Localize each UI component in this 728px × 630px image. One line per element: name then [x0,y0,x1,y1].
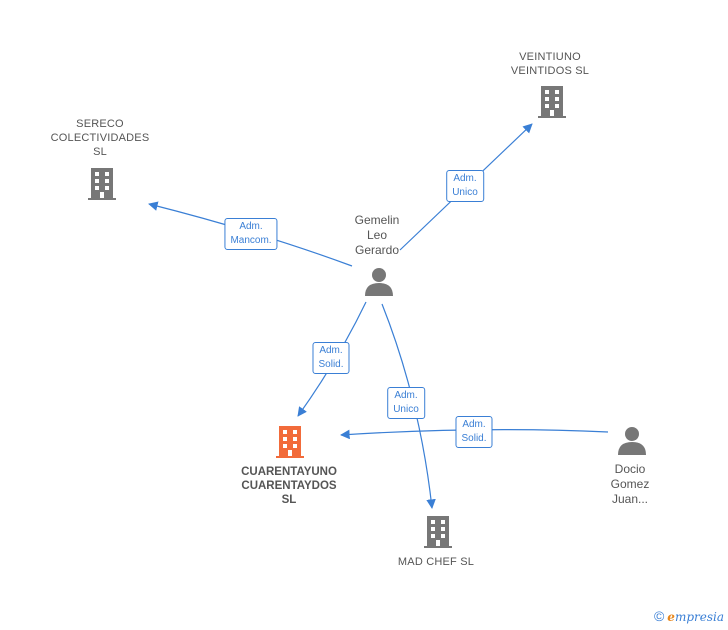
node-label-docio[interactable]: Docio Gomez Juan... [611,462,650,507]
edge-role-cuarentayuno[interactable]: Adm. Solid. [312,342,350,374]
label-line: SL [93,146,107,158]
role-line: Adm. [319,345,343,356]
role-line: Mancom. [230,235,272,246]
label-line: Docio [614,462,646,476]
building-icon[interactable] [276,426,304,458]
label-line: Gemelin [354,213,400,227]
label-line: MAD CHEF SL [397,556,475,568]
role-line: Unico [393,404,419,415]
role-line: Adm. [239,221,263,232]
role-line: Adm. [394,390,418,401]
brand-logo: ©empresia [654,608,724,624]
brand-name: mpresia [674,610,724,624]
building-icon[interactable] [88,168,116,200]
role-line: Adm. [462,419,486,430]
label-line: CUARENTAYUNO [241,466,337,478]
person-icon[interactable] [618,427,646,455]
role-line: Solid. [461,433,487,444]
node-label-gemelin[interactable]: Gemelin Leo Gerardo [355,213,400,258]
edge-role-veintiuno[interactable]: Adm. Unico [446,170,484,202]
label-line: SERECO [76,118,124,130]
edge-role-sereco[interactable]: Adm. Mancom. [224,218,278,250]
node-label-veintiuno[interactable]: VEINTIUNO VEINTIDOS SL [511,50,589,78]
building-icon[interactable] [536,86,568,118]
label-line: Juan... [611,492,649,506]
label-line: Leo [366,228,388,242]
node-label-sereco[interactable]: SERECO COLECTIVIDADES SL [51,117,150,159]
node-label-madchef[interactable]: MAD CHEF SL [398,555,474,569]
role-line: Solid. [318,359,344,370]
label-line: VEINTIUNO [519,51,581,63]
role-line: Unico [452,187,478,198]
person-icon[interactable] [365,268,393,296]
label-line: VEINTIDOS SL [510,65,590,77]
role-line: Adm. [453,173,477,184]
edge-role-docio[interactable]: Adm. Solid. [455,416,493,448]
label-line: Gerardo [354,243,400,257]
label-line: Gomez [610,477,650,491]
building-icon[interactable] [424,516,452,548]
brand-first-letter: e [667,610,675,624]
label-line: SL [281,494,297,506]
node-label-cuarentayuno[interactable]: CUARENTAYUNO CUARENTAYDOS SL [241,465,337,507]
copyright-icon: © [653,608,665,624]
edge-role-madchef[interactable]: Adm. Unico [387,387,425,419]
label-line: COLECTIVIDADES [50,132,150,144]
label-line: CUARENTAYDOS [241,480,337,492]
